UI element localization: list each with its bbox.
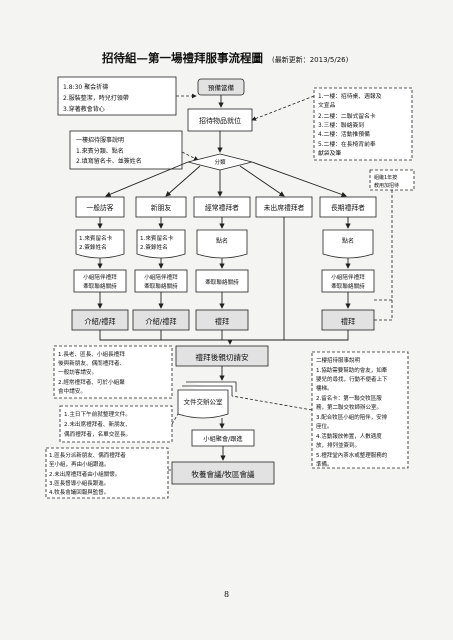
greeting-note-3: 一般訪客請安。 [58, 368, 97, 376]
district-note-1: 1.區長分派新朋友、偶而禮拜者 [49, 451, 126, 459]
result-new-label: 介紹/禮拜 [145, 317, 176, 326]
follow-general-1: 小組陪伴禮拜 [83, 273, 117, 281]
after-service-label: 禮拜後親切請安 [195, 352, 249, 362]
documents-label-1: 文件交辦公室 [184, 397, 224, 406]
follow-general-2: 牽取聯絡關詩 [83, 282, 117, 290]
group-follow-label: 小組聚會/跟進 [203, 435, 242, 443]
category-long-term-label: 長期禮拜者 [331, 203, 365, 212]
second-floor-note-7: 3.配合牧區小組的陪伴，安排 [316, 413, 388, 421]
setup-note-7: 獻袋及筆 [318, 149, 341, 157]
card-regular-1: 點名 [216, 237, 228, 245]
district-note-2: 至小組，再由小組跟進。 [49, 460, 110, 468]
follow-long-term-1: 小組陪伴禮拜 [331, 273, 365, 281]
setup-note-2: 文宣品 [318, 101, 336, 109]
greeting-note-5: 會中請安。 [58, 387, 86, 395]
card-general-1: 1.來賓留名卡 [79, 234, 113, 242]
documents-note-2: 2.未出席禮拜者、新朋友、 [64, 420, 131, 428]
second-floor-note-3: 嬰兒的尋找，行動不便者上下 [316, 375, 388, 383]
district-note-5: 4.牧長會議回報與監督。 [49, 488, 109, 496]
final-label: 牧養會議/牧區會議 [191, 469, 255, 479]
card-new [136, 229, 186, 259]
second-floor-note-box [311, 351, 409, 469]
second-floor-note-11: 5.禮拜堂內茶水或整理服務的 [316, 451, 388, 459]
second-floor-note-12: 準備。 [316, 460, 333, 468]
station-label: 招待物品就位 [199, 116, 241, 125]
setup-note-5: 4.二樓：活動推預備 [318, 130, 370, 138]
prep-note-box [57, 76, 177, 116]
result-long-term-label: 禮拜 [341, 317, 355, 326]
page-subtitle: (最新更新：2013/5/26) [272, 55, 349, 64]
setup-note-1: 1.一樓：招待桌、週報及 [318, 92, 382, 100]
second-floor-note-1: 二樓招待服事說明 [316, 356, 361, 364]
setup-note-3: 2.二樓：二聯式留名卡 [318, 112, 376, 120]
greeting-note-1: 1.長老、區長、小組長禮拜 [58, 350, 125, 358]
district-note-box [45, 447, 169, 499]
classify-label: 分類 [214, 158, 226, 166]
documents-note-3: 偶而禮拜者，名單交區長。 [64, 430, 131, 438]
district-note-4: 3.區長督導小組長跟進。 [49, 479, 109, 487]
result-regular-label: 禮拜 [215, 317, 229, 326]
documents-note-1: 1.主日下午前就整理文件。 [64, 410, 131, 418]
visitor-note-1: 一樓招待服事說明 [76, 136, 124, 144]
documents-note-box [59, 405, 173, 443]
prep-note-line-2: 2.服裝整潔，時兒打領帶 [63, 94, 129, 102]
category-new-friend-label: 新朋友 [151, 203, 172, 212]
visitor-note-box [69, 130, 183, 170]
second-floor-note-5: 2.留名卡：第一聯交牧區服 [316, 394, 382, 402]
prep-note-line-3: 3.穿著教會背心 [63, 105, 105, 113]
second-floor-note-9: 4.活動報放佈置，人數適度 [316, 432, 382, 440]
visitor-note-3: 2.填寫留名卡、並簽姓名 [76, 157, 142, 165]
second-floor-note-8: 座位。 [316, 422, 333, 430]
category-absent-label: 未出席禮拜者 [264, 203, 305, 212]
follow-new-1: 小組陪伴禮拜 [144, 273, 178, 281]
result-general-label: 介紹/禮拜 [84, 317, 115, 326]
second-floor-note-2: 1.協助需要幫助的會友，如牽 [316, 366, 388, 374]
card-long-term [322, 229, 374, 259]
prep-note-line-1: 1.8:30 聚会祈禱 [63, 83, 108, 91]
documents-node [177, 389, 229, 419]
side-note-2: 教用加招待 [374, 182, 399, 189]
final-node [171, 461, 275, 485]
card-new-2: 2.簽錄姓名 [140, 243, 168, 251]
card-new-1: 1.來賓留名卡 [140, 234, 174, 242]
greeting-note-4: 2.經常禮拜者、可於小組聚 [58, 378, 125, 386]
district-note-3: 2.未出席禮拜者由小組關懷。 [49, 470, 120, 478]
greeting-note-2: 後與新朋友、偶而禮拜者、 [58, 359, 125, 367]
page-number: 8 [223, 590, 230, 599]
card-regular [196, 229, 248, 259]
setup-note-box [313, 87, 413, 161]
visitor-note-2: 1.來賓分類、點名 [76, 147, 124, 155]
second-floor-note-6: 務，第二聯交牧師辦公室。 [316, 403, 382, 411]
card-long-term-1: 點名 [342, 237, 354, 245]
greeting-note-box [53, 345, 173, 399]
card-general [75, 229, 125, 259]
setup-note-4: 3.三樓：聯絡簽到 [318, 121, 364, 129]
category-general-visitor-label: 一般訪客 [86, 203, 113, 212]
category-regular-label: 經常禮拜者 [205, 203, 239, 212]
follow-regular-1: 牽取聯絡關詩 [205, 278, 239, 286]
second-floor-note-10: 放，排列並簽到。 [316, 441, 360, 449]
card-general-2: 2.簽錄姓名 [79, 243, 107, 251]
follow-new-2: 牽取聯絡關詩 [144, 282, 178, 290]
second-floor-note-4: 樓梯。 [316, 384, 333, 392]
start-label: 預備當備 [208, 83, 235, 92]
page-title: 招待組—第一場禮拜服事流程圖 [102, 51, 263, 65]
follow-long-term-2: 牽取聯絡關詩 [331, 282, 365, 290]
setup-note-6: 5.二樓：在長椅背前奉 [318, 140, 376, 148]
side-note-1: 組繼1年按 [374, 174, 397, 181]
